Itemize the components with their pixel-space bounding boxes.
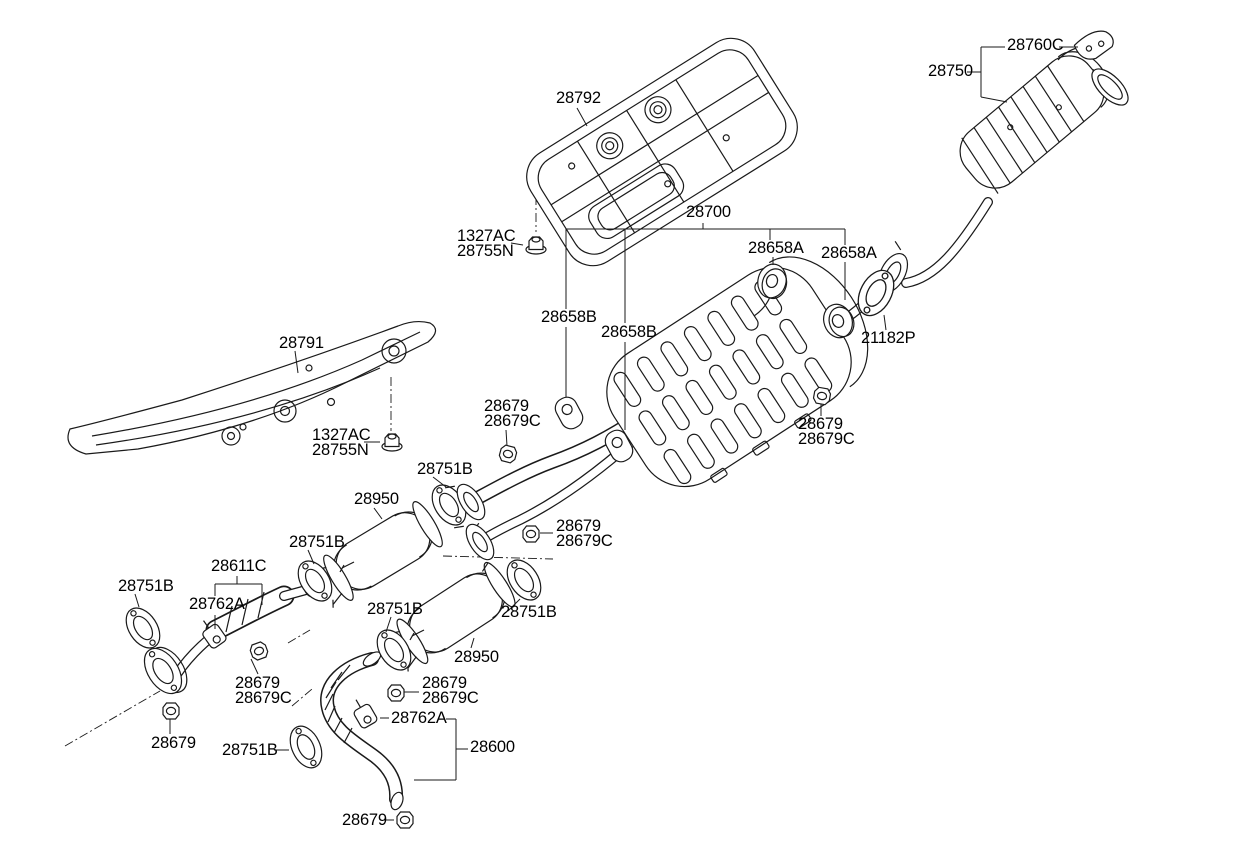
part-label-28750[interactable]: 28750 [928, 62, 973, 80]
part-label-28658B[interactable]: 28658B [601, 323, 657, 341]
part-label-28600[interactable]: 28600 [470, 738, 515, 756]
part-label-28658B[interactable]: 28658B [541, 308, 597, 326]
part-label-28751B[interactable]: 28751B [417, 460, 473, 478]
flex-pipe-28600 [320, 651, 404, 811]
hanger-strap [753, 296, 771, 317]
heat-shield-28792 [526, 37, 798, 267]
part-label-1327AC-28755N[interactable]: 1327AC 28755N [312, 426, 371, 459]
part-label-28679-28679C[interactable]: 28679 28679C [422, 674, 479, 707]
part-label-28762A[interactable]: 28762A [391, 709, 447, 727]
part-label-28700[interactable]: 28700 [686, 203, 731, 221]
heat-shield-28791 [67, 320, 437, 455]
part-label-28679[interactable]: 28679 [342, 811, 387, 829]
part-label-28950[interactable]: 28950 [454, 648, 499, 666]
part-label-28611C[interactable]: 28611C [211, 557, 267, 575]
part-label-28679-28679C[interactable]: 28679 28679C [798, 415, 855, 448]
part-label-28751B[interactable]: 28751B [118, 577, 174, 595]
stud-bolts [339, 561, 425, 641]
muffler-28700 [606, 256, 869, 488]
part-label-28679-28679C[interactable]: 28679 28679C [235, 674, 292, 707]
hanger-bracket-28760C [1073, 30, 1114, 60]
part-label-28658A[interactable]: 28658A [821, 244, 877, 262]
part-label-1327AC-28755N[interactable]: 1327AC 28755N [457, 227, 516, 260]
part-label-28760C[interactable]: 28760C [1007, 36, 1064, 54]
front-pipe-flange [143, 646, 188, 695]
callout-lines [134, 46, 1078, 821]
part-label-28950[interactable]: 28950 [354, 490, 399, 508]
part-label-28658A[interactable]: 28658A [748, 239, 804, 257]
part-label-28751B[interactable]: 28751B [501, 603, 557, 621]
part-label-28751B[interactable]: 28751B [289, 533, 345, 551]
part-label-28679[interactable]: 28679 [151, 734, 196, 752]
part-label-28791[interactable]: 28791 [279, 334, 324, 352]
part-label-28679-28679C[interactable]: 28679 28679C [484, 397, 541, 430]
part-label-28792[interactable]: 28792 [556, 89, 601, 107]
tail-muffler-inlet-pipe [901, 197, 993, 288]
part-label-28751B[interactable]: 28751B [222, 741, 278, 759]
part-label-28751B[interactable]: 28751B [367, 600, 423, 618]
part-label-21182P[interactable]: 21182P [861, 329, 916, 347]
assembly-axis-lines [64, 196, 554, 747]
tailpipe-tip [1091, 68, 1129, 106]
part-label-28679-28679C[interactable]: 28679 28679C [556, 517, 613, 550]
part-label-28762A[interactable]: 28762A [189, 595, 245, 613]
